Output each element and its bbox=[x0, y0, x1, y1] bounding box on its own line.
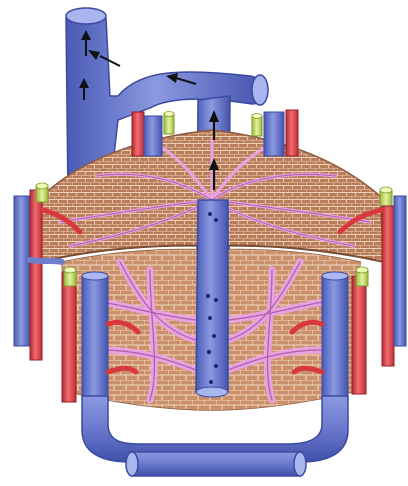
central-vein-front bbox=[196, 200, 228, 397]
